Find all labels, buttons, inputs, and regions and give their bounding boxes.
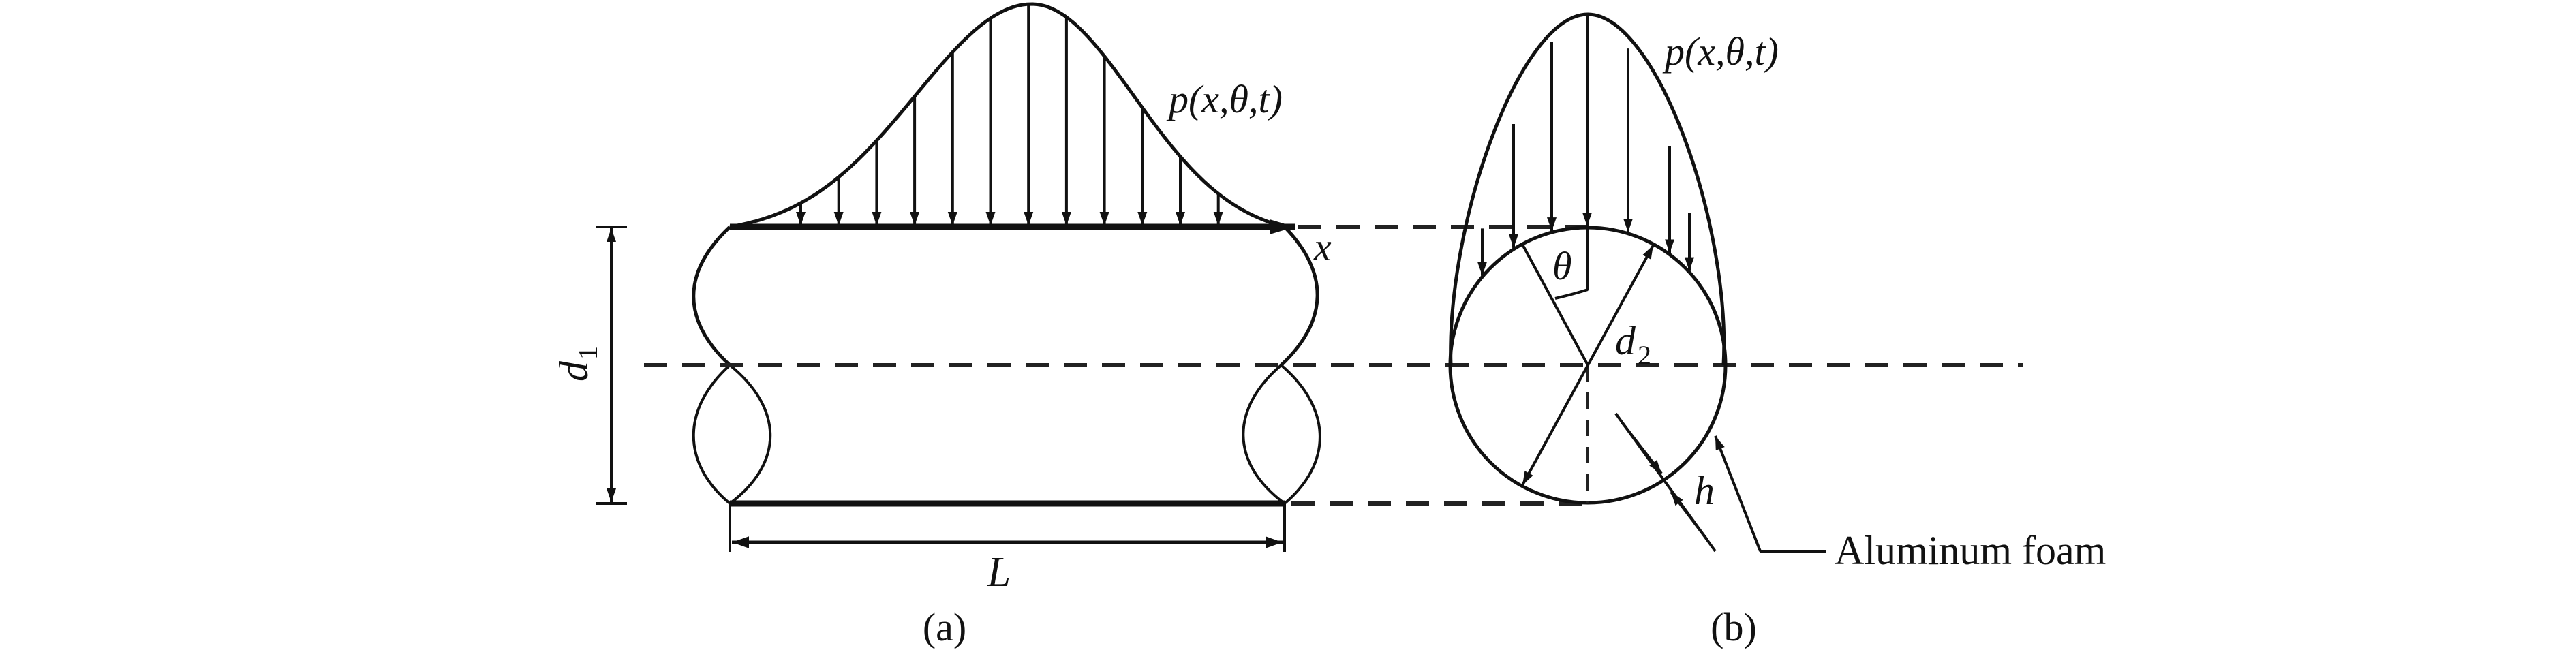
angle-radius-line xyxy=(1520,243,1589,366)
panel-b: p(x,θ,t) θ d 2 h Aluminum foam (b) xyxy=(1448,12,2106,649)
theta-label: θ xyxy=(1552,244,1572,288)
pressure-distribution-curve xyxy=(729,2,1284,229)
thickness-label: h xyxy=(1694,468,1715,513)
left-mode-shape-lobe xyxy=(692,364,731,505)
theta-arc xyxy=(1554,288,1589,300)
panel-a: p(x,θ,t) x d 1 L (a) xyxy=(551,2,1332,649)
svg-text:d: d xyxy=(1615,318,1636,363)
caption-a: (a) xyxy=(923,605,966,649)
d2-arrow-upper xyxy=(1586,245,1655,366)
d2-label: d 2 xyxy=(1615,318,1651,371)
right-mode-shape-lobe xyxy=(1280,364,1321,505)
svg-text:2: 2 xyxy=(1638,340,1651,371)
d1-label: d 1 xyxy=(551,346,603,382)
load-label-a: p(x,θ,t) xyxy=(1166,77,1283,121)
d2-arrow-lower xyxy=(1521,364,1589,486)
pressure-envelope-b xyxy=(1449,12,1726,366)
right-mode-shape-upper xyxy=(1280,226,1319,367)
caption-b: (b) xyxy=(1711,605,1757,649)
length-label: L xyxy=(987,549,1011,595)
svg-text:d: d xyxy=(551,360,596,382)
left-mode-shape-lobe xyxy=(729,364,772,505)
left-mode-shape-upper xyxy=(692,226,731,367)
load-label-b: p(x,θ,t) xyxy=(1662,29,1779,74)
svg-text:1: 1 xyxy=(572,346,603,360)
aluminum-foam-leader xyxy=(1714,435,1762,552)
aluminum-foam-label: Aluminum foam xyxy=(1835,528,2106,573)
pressure-arrows-b xyxy=(1477,14,1694,276)
thickness-arrow-in xyxy=(1621,421,1663,475)
right-mode-shape-lobe xyxy=(1242,364,1286,505)
pressure-arrows-a xyxy=(796,4,1223,226)
x-axis-label: x xyxy=(1313,225,1332,269)
thickness-arrow-out xyxy=(1670,491,1708,541)
